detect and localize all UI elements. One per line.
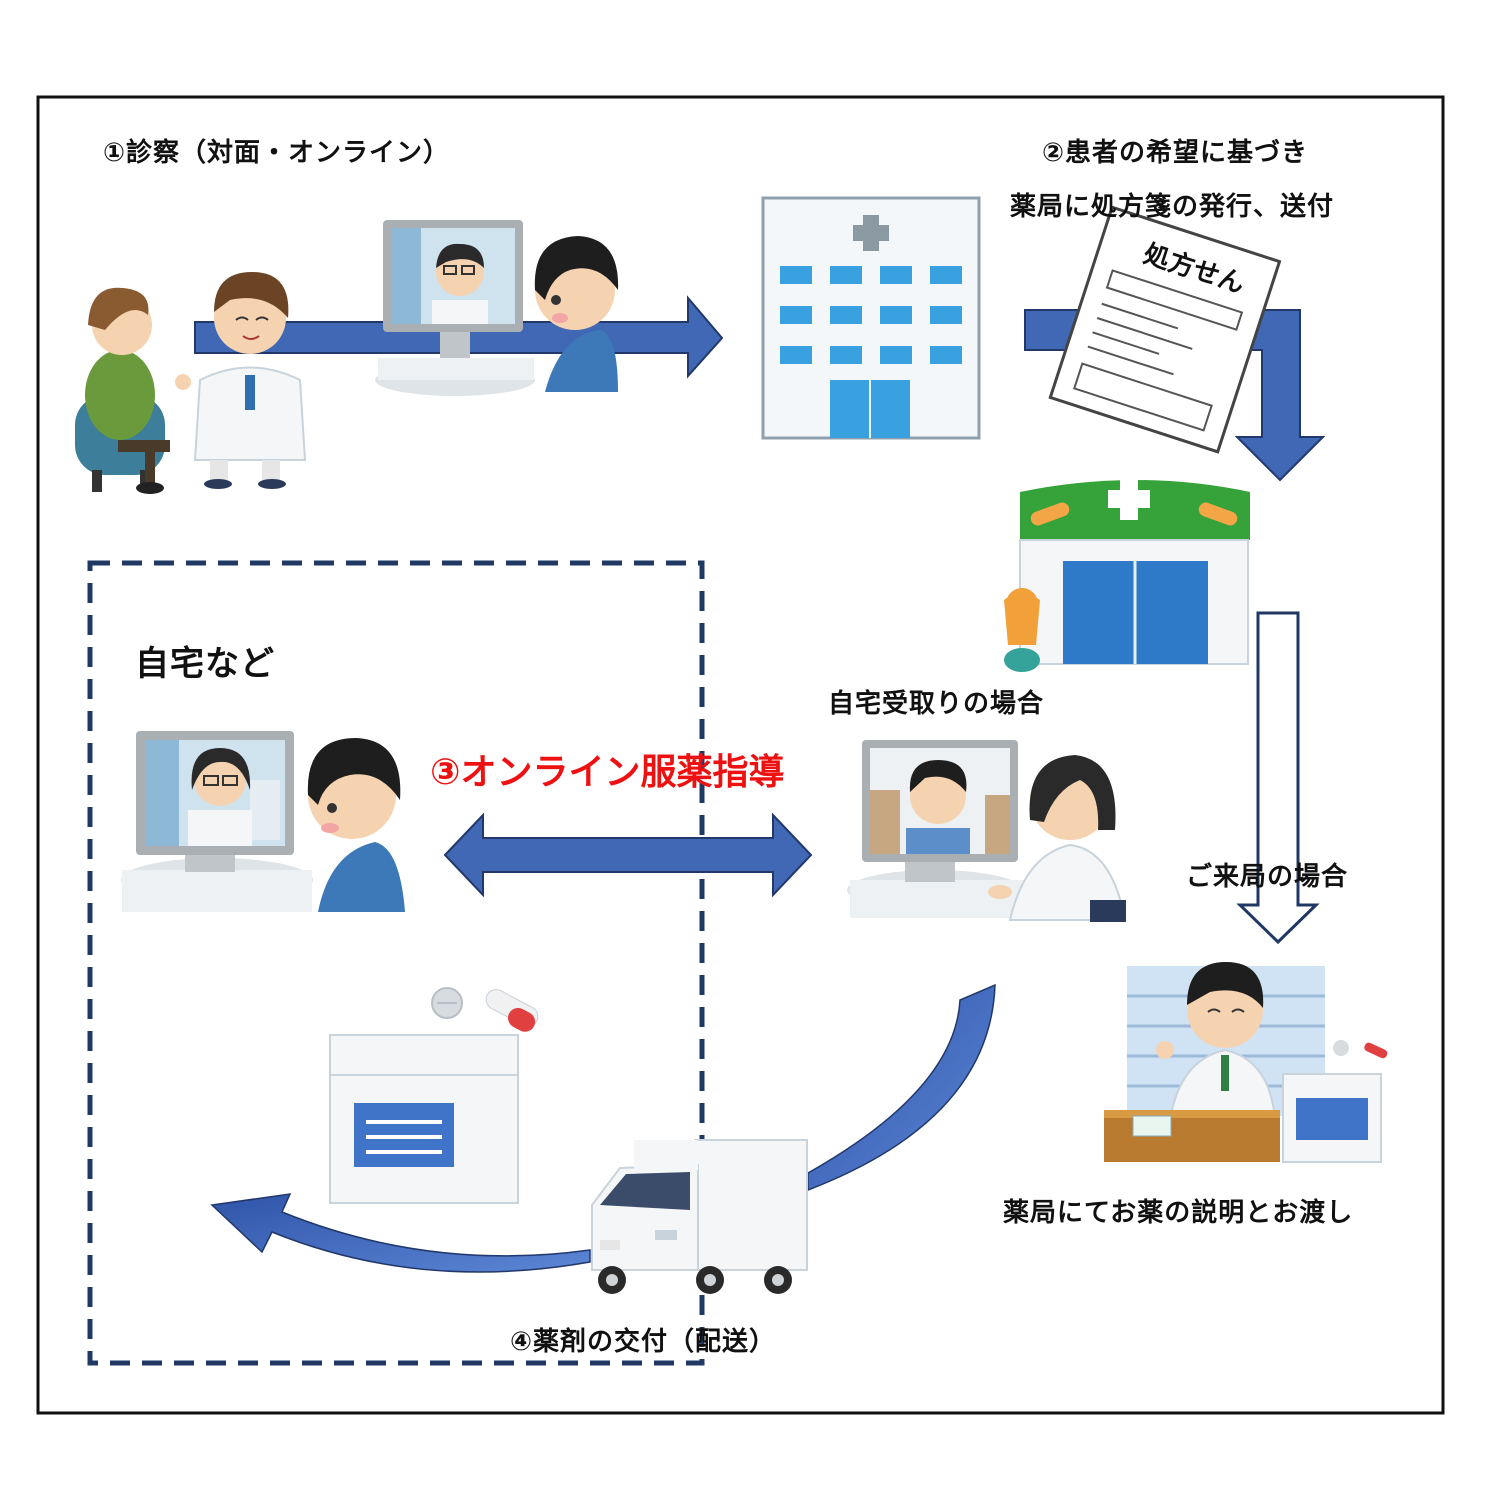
label-step4-delivery: ④薬剤の交付（配送） <box>510 1327 777 1357</box>
label-visit-pharmacy: ご来局の場合 <box>1186 862 1349 892</box>
medicine-bag <box>329 987 539 1204</box>
label-home-receive: 自宅受取りの場合 <box>828 689 1045 719</box>
outer-frame <box>36 95 1445 1415</box>
patient-at-screen-top <box>534 236 619 392</box>
patient-at-home <box>307 738 405 912</box>
label-step2-line2: 薬局に処方箋の発行、送付 <box>1010 192 1335 222</box>
label-home-area: 自宅など <box>135 644 275 684</box>
pharmacy-counter-scene <box>1104 962 1388 1163</box>
pharmacist-online <box>988 755 1127 922</box>
hospital-building <box>761 196 981 440</box>
patient-figure <box>75 287 170 494</box>
label-pharmacy-handover: 薬局にてお薬の説明とお渡し <box>1003 1198 1354 1228</box>
home-region-dashed <box>87 560 705 1366</box>
arrow-online-guidance <box>443 812 813 898</box>
prescription-paper: 処方せん <box>1048 205 1282 454</box>
label-step2-line1: ②患者の希望に基づき <box>1042 138 1309 168</box>
pharmacist-monitor <box>847 740 1026 918</box>
arrow-pharmacy-to-counter <box>1236 611 1320 945</box>
pharmacy-building <box>1004 478 1250 672</box>
label-step3-online-guidance: ③オンライン服薬指導 <box>430 752 785 793</box>
doctor-figure <box>175 272 307 489</box>
label-step1-consultation: ①診察（対面・オンライン） <box>103 138 451 168</box>
arrow-arc-to-truck <box>807 983 996 1192</box>
home-monitor <box>121 731 313 912</box>
arrow-arc-to-home <box>210 1193 591 1273</box>
delivery-truck <box>591 1139 808 1294</box>
online-consult-monitor <box>375 220 535 396</box>
